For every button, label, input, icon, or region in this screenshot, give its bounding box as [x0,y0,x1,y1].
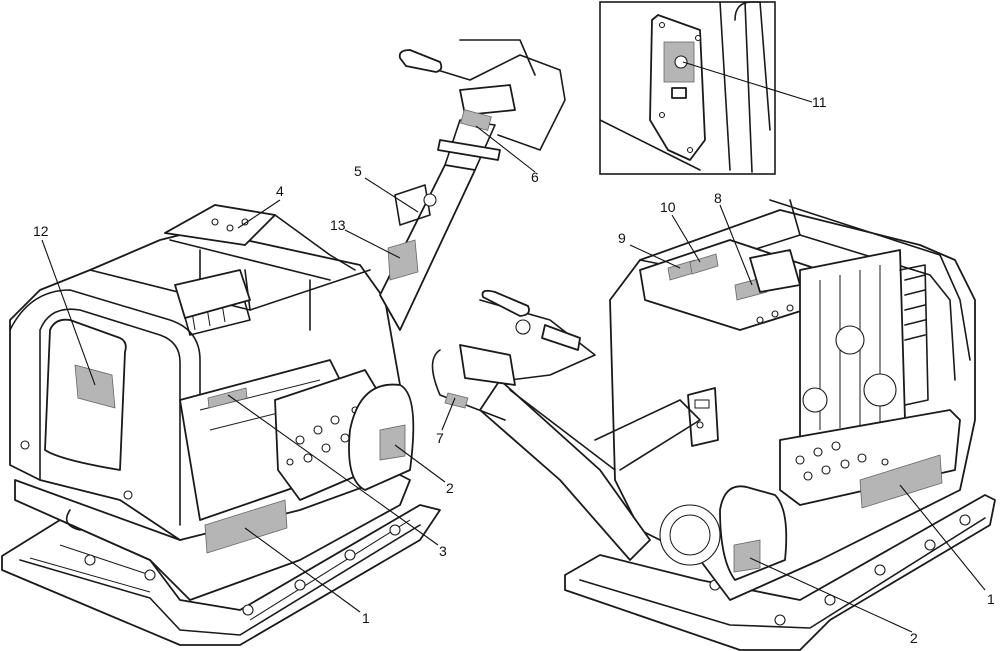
handle-grip-7 [444,392,469,409]
callout-5: 5 [354,163,362,179]
callout-2-left: 2 [446,480,454,496]
label-patch-6 [460,109,492,131]
right-side-panel [779,409,961,506]
label-patch-1-right [859,454,943,509]
right-panel-holes [795,441,889,481]
callout-12: 12 [33,223,49,239]
callout-7: 7 [436,430,444,446]
callout-8: 8 [714,190,722,206]
label-patch-2-left [379,424,406,461]
left-top-plate [164,204,276,246]
inset-detail-box [599,1,776,175]
callout-4: 4 [276,183,284,199]
left-machine [1,39,566,646]
label-patch-2-right [733,539,761,573]
leader-lines [41,61,986,633]
label-patch-12 [74,364,116,409]
label-patch-10 [689,253,719,275]
callout-10: 10 [660,199,676,215]
callout-3: 3 [439,543,447,559]
callout-11: 11 [812,94,827,110]
callout-13: 13 [330,217,346,233]
right-control-box [687,387,719,447]
left-handle-assembly [379,39,566,331]
left-base-bolts [84,524,401,616]
callout-6: 6 [531,169,539,185]
callout-9: 9 [618,230,626,246]
callout-labels: 1 2 3 4 5 6 7 8 9 10 11 12 13 1 2 [33,94,995,646]
right-machine [431,199,996,651]
right-handle-assembly [431,289,721,566]
callout-1-left: 1 [362,610,370,626]
callout-1-right: 1 [987,591,995,607]
callout-2-right: 2 [910,630,918,646]
label-patch-13 [387,239,419,281]
right-base-plate [564,494,996,651]
label-patch-3 [207,387,248,409]
label-patch-1-left [204,499,288,554]
